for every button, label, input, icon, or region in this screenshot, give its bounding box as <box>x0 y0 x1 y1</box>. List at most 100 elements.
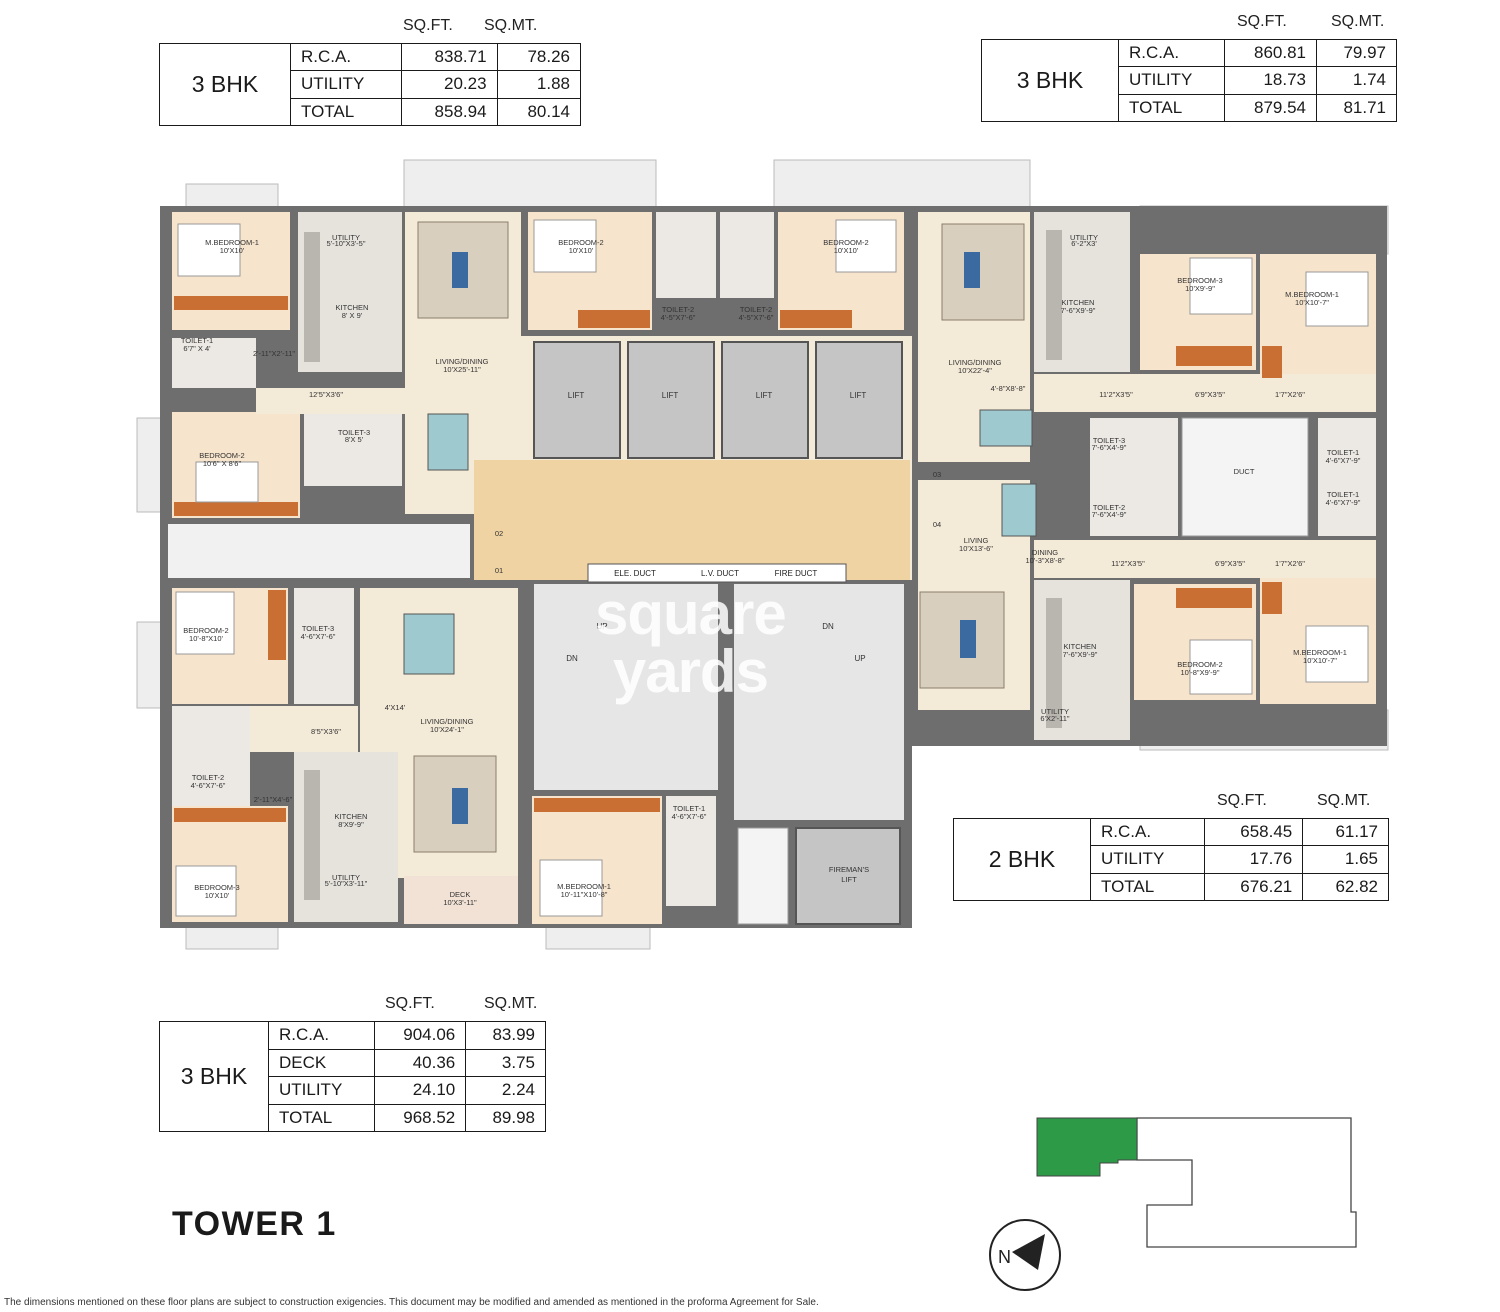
room-label: TOILET-3 <box>302 624 334 633</box>
sqft-header: SQ.FT. <box>1237 13 1287 30</box>
sqmt-value: 78.26 <box>496 42 582 72</box>
bed <box>175 591 235 655</box>
room-toilet-3-nw <box>304 412 402 486</box>
room-dimension: 10'6" X 8'6" <box>203 459 242 468</box>
room-dimension: 6'X2'-11" <box>1040 714 1069 723</box>
sqmt-header: SQ.MT. <box>484 17 538 34</box>
unit-type: 3 BHK <box>159 1021 269 1132</box>
bed <box>835 219 897 273</box>
room-label: BEDROOM-2 <box>823 238 868 247</box>
sqft-header: SQ.FT. <box>1217 792 1267 809</box>
room-label: TOILET-2 <box>740 305 772 314</box>
wardrobe <box>1262 582 1282 614</box>
kitchen-counter <box>304 232 320 362</box>
door-number: 04 <box>933 520 941 529</box>
room-dimension: 11'2"X3'5" <box>1111 559 1145 568</box>
sqft-header: SQ.FT. <box>403 17 453 34</box>
room-label: BEDROOM-2 <box>183 626 228 635</box>
coffee-table <box>452 788 468 824</box>
balcony <box>185 183 279 209</box>
sqft-value: 20.23 <box>400 70 498 99</box>
core-labels: LIFT LIFT LIFT LIFT ELE. DUCT L.V. DUCT … <box>495 391 941 663</box>
balcony <box>136 417 163 513</box>
room-label: UTILITY <box>332 873 360 882</box>
sqft-value: 860.81 <box>1224 38 1317 68</box>
room-label: LIVING <box>964 536 989 545</box>
room-label: LIFT <box>841 875 857 884</box>
room-dimension: 10'-3"X8'-8" <box>1025 556 1064 565</box>
bed <box>177 223 241 277</box>
room-dimension: 12'5"X3'6" <box>309 390 343 399</box>
room-dimension: 8'5"X3'6" <box>311 727 341 736</box>
refuge-corridor <box>168 524 470 578</box>
balcony <box>545 924 651 950</box>
room-dimension: 7'-6"X4'-9" <box>1092 443 1127 452</box>
room-dimension: 2'-11"X2'-11" <box>253 349 295 358</box>
room-dimension: 8'X 5' <box>345 435 364 444</box>
room-dimension: 10'X3'-11" <box>443 898 477 907</box>
wardrobe <box>1176 588 1252 608</box>
room-toilet-1-s <box>666 796 716 906</box>
sqmt-value: 83.99 <box>465 1021 546 1050</box>
room-dimension: 5'-10"X3'-5" <box>326 239 365 248</box>
staircase-2 <box>734 584 904 820</box>
staircase-1 <box>534 584 718 790</box>
room-dimension: 10'X9'-9" <box>1185 284 1215 293</box>
room-dimension: 10'-8"X10' <box>189 634 223 643</box>
beds <box>175 219 1369 917</box>
sqft-value: 17.76 <box>1203 845 1304 874</box>
lift-2 <box>627 341 715 459</box>
lift-label: LIFT <box>756 391 773 400</box>
room-label: UTILITY <box>332 233 360 242</box>
sqmt-value: 89.98 <box>465 1103 546 1132</box>
room-label: TOILET-2 <box>662 305 694 314</box>
deck-sw <box>404 876 518 924</box>
room-dimension: 7'-6"X9'-9" <box>1063 650 1098 659</box>
sqmt-header: SQ.MT. <box>1317 792 1371 809</box>
stair-direction: UP <box>854 654 865 663</box>
room-dimension: 2'-11"X4'-6" <box>254 795 293 804</box>
disclaimer: The dimensions mentioned on these floor … <box>4 1297 819 1308</box>
room-dimension: 10'X10' <box>834 246 859 255</box>
wardrobe <box>174 502 298 516</box>
sqft-value: 676.21 <box>1203 872 1304 902</box>
row-label: TOTAL <box>1090 872 1205 902</box>
room-dimension: 4'-6"X7'-6" <box>191 781 226 790</box>
room-label: DECK <box>450 890 471 899</box>
balcony <box>403 159 657 209</box>
room-dimension: 11'2"X3'5" <box>1099 390 1133 399</box>
coffee-table <box>964 252 980 288</box>
watermark: square yards <box>595 584 787 702</box>
room-toilet-2-n1 <box>656 212 716 298</box>
room-label: TOILET-1 <box>1327 448 1359 457</box>
room-dimension: 6'-2"X3' <box>1071 239 1097 248</box>
sqft-value: 858.94 <box>400 97 498 127</box>
bed <box>1305 271 1369 327</box>
north-compass: N <box>989 1219 1061 1291</box>
row-label: UTILITY <box>1090 845 1205 874</box>
door-number: 02 <box>495 529 503 538</box>
balcony <box>185 924 279 950</box>
room-dimension: 6'9"X3'5" <box>1215 559 1245 568</box>
room-label: M.BEDROOM-1 <box>557 882 611 891</box>
wardrobes <box>174 296 1282 822</box>
room-label: TOILET-3 <box>1093 436 1125 445</box>
sqft-value: 40.36 <box>373 1048 467 1077</box>
key-plan <box>1036 1117 1357 1248</box>
bed <box>533 219 597 273</box>
kitchen-counter <box>1046 230 1062 360</box>
duct-label: L.V. DUCT <box>701 569 739 578</box>
unit-type: 3 BHK <box>981 39 1119 122</box>
dining-table <box>1001 483 1037 537</box>
passage-ne <box>1034 374 1376 412</box>
room-dimension: 4'-5"X7'-6" <box>739 313 774 322</box>
stair-direction: DN <box>822 622 834 631</box>
bed <box>539 859 603 917</box>
balcony <box>773 159 1031 209</box>
sqmt-value: 62.82 <box>1302 872 1389 902</box>
room-dimension: 10'X10' <box>205 891 230 900</box>
room-label: LIVING/DINING <box>436 357 489 366</box>
room-label: BEDROOM-3 <box>194 883 239 892</box>
door-number: 03 <box>933 470 941 479</box>
